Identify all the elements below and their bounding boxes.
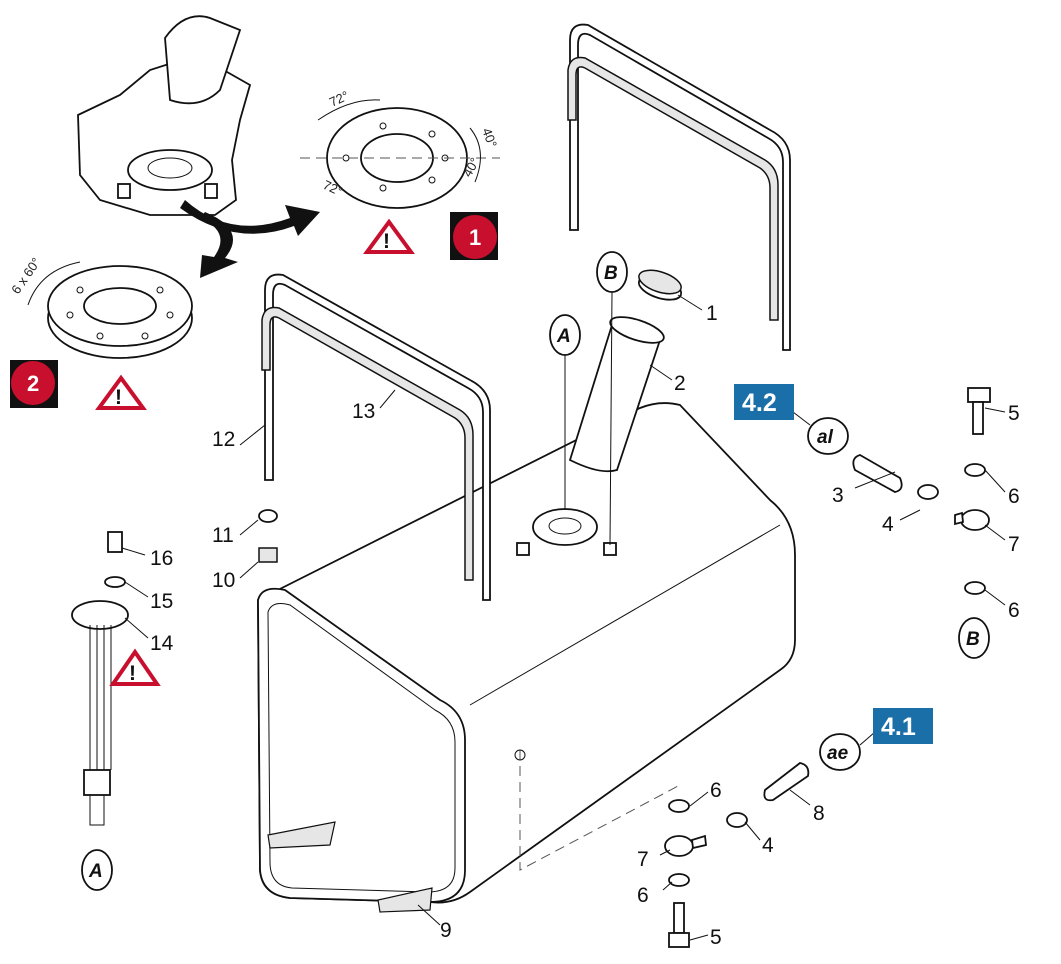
fuel-level-sender bbox=[71, 531, 129, 826]
nut-10 bbox=[258, 547, 278, 563]
svg-text:ae: ae bbox=[827, 743, 849, 764]
tank-strap-lower bbox=[261, 273, 491, 601]
callout-4: 4 bbox=[882, 513, 894, 536]
callout-16: 16 bbox=[150, 547, 173, 570]
ring-detail-1: 72° 72° 40° 40° bbox=[300, 88, 500, 209]
svg-text:4.2: 4.2 bbox=[742, 389, 777, 417]
svg-text:!: ! bbox=[115, 386, 122, 409]
callout-1: 1 bbox=[706, 302, 718, 325]
reference-al: al bbox=[792, 411, 849, 455]
fuel-tank bbox=[257, 402, 796, 913]
reference-A-fill: A bbox=[549, 314, 581, 510]
leader-lines bbox=[121, 294, 1006, 941]
fitting-set-41 bbox=[664, 762, 810, 948]
callout-15: 15 bbox=[150, 590, 173, 613]
callout-6: 6 bbox=[1008, 599, 1020, 622]
svg-text:A: A bbox=[88, 861, 103, 882]
angle-6x60: 6 x 60° bbox=[8, 255, 44, 297]
filler-neck bbox=[568, 316, 665, 473]
filler-cap bbox=[637, 269, 683, 301]
svg-text:!: ! bbox=[129, 662, 136, 685]
callout-4: 4 bbox=[762, 834, 774, 857]
callout-11: 11 bbox=[212, 524, 234, 547]
svg-text:B: B bbox=[604, 263, 618, 284]
warning-icon: ! bbox=[109, 648, 161, 686]
svg-text:B: B bbox=[966, 629, 980, 650]
callout-13: 13 bbox=[352, 400, 375, 423]
svg-text:!: ! bbox=[383, 230, 390, 253]
step-2-number: 2 bbox=[27, 371, 39, 396]
detail-neck-mounting bbox=[77, 15, 320, 278]
callout-3: 3 bbox=[832, 484, 844, 507]
callout-labels: 1 2 3 4 5 6 7 6 6 8 4 7 6 5 9 10 11 12 1… bbox=[150, 302, 1020, 949]
reference-B-top: B bbox=[596, 251, 628, 546]
washer-11 bbox=[258, 509, 278, 523]
warning-icon: ! bbox=[363, 218, 415, 254]
callout-5: 5 bbox=[1008, 402, 1020, 425]
tank-strap-upper bbox=[567, 23, 791, 351]
reference-B-right: B bbox=[958, 617, 990, 659]
reference-ae: ae bbox=[819, 731, 876, 771]
callout-10: 10 bbox=[212, 569, 235, 592]
callout-14: 14 bbox=[150, 632, 174, 655]
callout-5: 5 bbox=[710, 926, 722, 949]
svg-text:A: A bbox=[556, 326, 571, 347]
curved-arrow-icon bbox=[200, 212, 238, 278]
fitting-set-42 bbox=[852, 387, 991, 595]
warning-icon: ! bbox=[95, 374, 147, 410]
angle-40-top: 40° bbox=[479, 126, 500, 150]
callout-2: 2 bbox=[674, 372, 686, 395]
step-1-number: 1 bbox=[469, 225, 481, 250]
ring-detail-2: 6 x 60° bbox=[8, 255, 193, 359]
step-2-marker: 2 bbox=[10, 360, 58, 408]
step-1-marker: 1 bbox=[450, 212, 498, 260]
reference-A-bottom: A bbox=[81, 849, 113, 891]
svg-text:4.1: 4.1 bbox=[881, 713, 916, 741]
callout-7: 7 bbox=[637, 848, 649, 871]
callout-6: 6 bbox=[637, 884, 649, 907]
callout-6: 6 bbox=[710, 779, 722, 802]
callout-9: 9 bbox=[440, 919, 452, 942]
callout-12: 12 bbox=[212, 428, 235, 451]
callout-8: 8 bbox=[813, 802, 825, 825]
section-badge-4-2: 4.2 bbox=[734, 384, 794, 420]
svg-text:al: al bbox=[817, 427, 834, 448]
angle-72-top: 72° bbox=[327, 88, 351, 110]
section-badge-4-1: 4.1 bbox=[873, 708, 933, 744]
callout-6: 6 bbox=[1008, 485, 1020, 508]
callout-7: 7 bbox=[1008, 533, 1020, 556]
